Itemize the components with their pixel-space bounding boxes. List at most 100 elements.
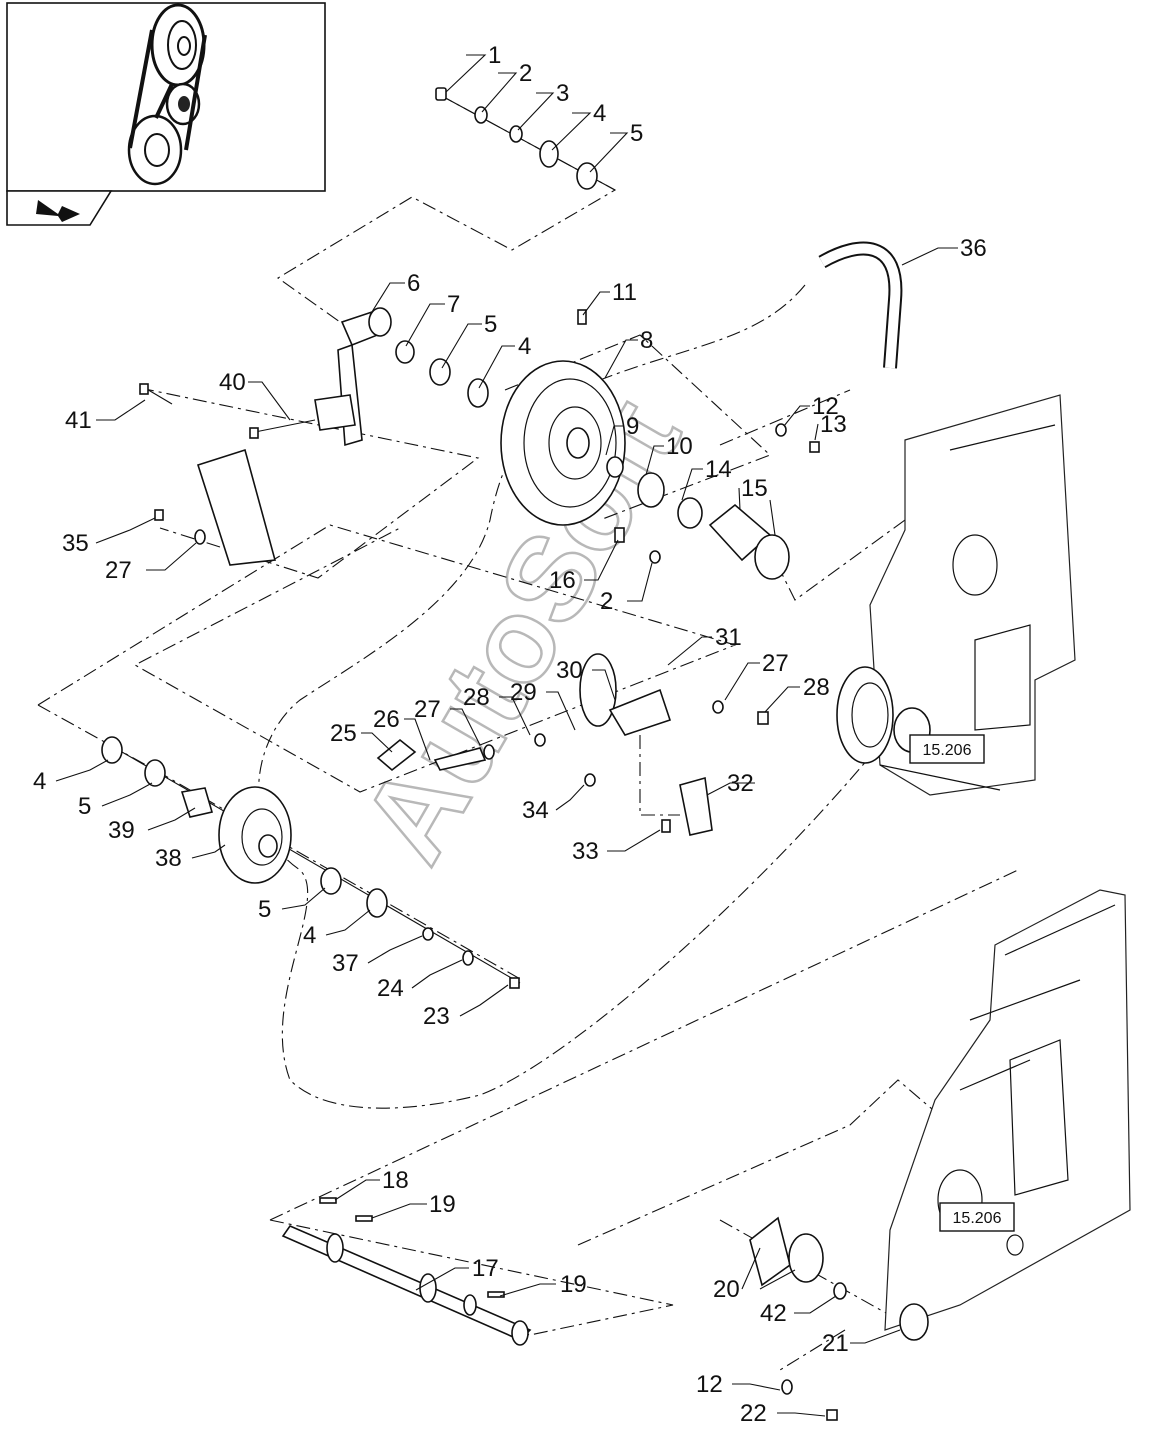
callout-number: 42 (760, 1300, 787, 1327)
idler-pulley (101, 736, 521, 989)
thumbnail-belt-drive-icon (127, 3, 207, 186)
callout-23: 23 (423, 984, 509, 1030)
callout-number: 3 (556, 80, 569, 107)
callout-9: 9 (605, 413, 639, 456)
callout-leader (814, 423, 819, 441)
callout-leader (248, 381, 291, 421)
callout-number: 27 (762, 650, 789, 677)
callout-leader (411, 959, 463, 989)
callout-leader (404, 718, 431, 761)
callout-leader (281, 887, 326, 910)
callout-leader (367, 935, 423, 964)
callout-33: 33 (572, 829, 661, 865)
callout-number: 38 (155, 845, 182, 872)
callout-leader (481, 72, 518, 113)
callout-number: 2 (600, 588, 613, 615)
callout-number: 6 (407, 270, 420, 297)
callout-leader (555, 784, 585, 811)
callout-leader (441, 323, 482, 369)
callout-37: 37 (332, 935, 423, 977)
callout-8: 8 (604, 327, 653, 379)
callout-number: 22 (740, 1400, 767, 1427)
callout-13: 13 (814, 411, 847, 441)
callout-22: 22 (740, 1400, 826, 1427)
callout-17: 17 (415, 1255, 499, 1291)
callout-leader (584, 539, 619, 581)
hose (818, 241, 903, 369)
callout-19: 19 (499, 1271, 587, 1298)
callout-leader (96, 399, 146, 421)
callout-number: 12 (812, 393, 839, 420)
callout-4: 4 (551, 100, 606, 151)
callout-5: 5 (78, 782, 153, 820)
large-pulley (500, 309, 820, 580)
callout-number: 5 (630, 120, 643, 147)
callout-number: 28 (463, 684, 490, 711)
bracket-plate (154, 448, 277, 566)
thumbnail-inset[interactable] (6, 2, 326, 192)
callout-leader (101, 782, 153, 807)
callout-leader (738, 487, 776, 536)
callout-7: 7 (405, 291, 460, 347)
callout-32: 32 (706, 770, 755, 797)
callout-21: 21 (822, 1329, 901, 1357)
lower-frame (884, 889, 1131, 1331)
navigate-back-button[interactable] (6, 190, 113, 226)
ref-box-upper[interactable]: 15.206 (909, 734, 985, 764)
ref-box-lower[interactable]: 15.206 (939, 1202, 1015, 1232)
hardware-stack-top (435, 87, 616, 191)
callout-27: 27 (724, 650, 789, 701)
spring-assembly (376, 653, 769, 836)
callout-number: 14 (705, 456, 732, 483)
callout-10: 10 (645, 433, 693, 476)
callout-number: 21 (822, 1330, 849, 1357)
callout-39: 39 (108, 807, 196, 844)
callout-5: 5 (589, 120, 643, 173)
callout-number: 23 (423, 1003, 450, 1030)
callout-leader (592, 669, 616, 701)
callout-leader (794, 1295, 837, 1314)
callout-number: 11 (612, 279, 637, 306)
callout-number: 5 (258, 896, 271, 923)
callout-number: 16 (549, 567, 576, 594)
callout-2: 2 (481, 60, 532, 113)
callout-leader (589, 132, 629, 173)
callout-number: 19 (560, 1271, 587, 1298)
callout-28: 28 (764, 674, 830, 713)
callout-number: 13 (820, 411, 847, 438)
callout-leader (325, 909, 371, 936)
callout-leader (405, 303, 445, 347)
callout-1: 1 (445, 42, 501, 93)
callout-27: 27 (105, 542, 197, 584)
callout-number: 19 (429, 1191, 456, 1218)
callout-leader (55, 759, 109, 782)
callout-number: 15 (741, 475, 768, 502)
callout-number: 5 (484, 311, 497, 338)
callout-leader (147, 807, 196, 831)
callout-4: 4 (33, 759, 109, 795)
callout-leader (741, 1247, 796, 1290)
callout-28: 28 (463, 684, 531, 736)
callout-leader (478, 345, 515, 389)
callout-27: 27 (414, 696, 481, 746)
callout-42: 42 (760, 1295, 837, 1327)
callout-20: 20 (713, 1247, 796, 1303)
callout-6: 6 (369, 270, 420, 316)
callout-number: 33 (572, 838, 599, 865)
callout-number: 34 (522, 797, 549, 824)
callout-leader (901, 247, 958, 266)
callout-leader (627, 562, 653, 602)
callout-number: 7 (447, 291, 460, 318)
callout-number: 41 (65, 407, 92, 434)
callout-number: 17 (472, 1255, 499, 1282)
callout-number: 18 (382, 1167, 409, 1194)
callout-number: 30 (556, 657, 583, 684)
callout-16: 16 (549, 539, 619, 594)
upper-frame (836, 394, 1076, 796)
callout-3: 3 (517, 80, 569, 131)
callout-number: 4 (303, 922, 316, 949)
callout-number: 12 (696, 1371, 723, 1398)
callout-number: 26 (373, 706, 400, 733)
callout-34: 34 (522, 784, 585, 824)
